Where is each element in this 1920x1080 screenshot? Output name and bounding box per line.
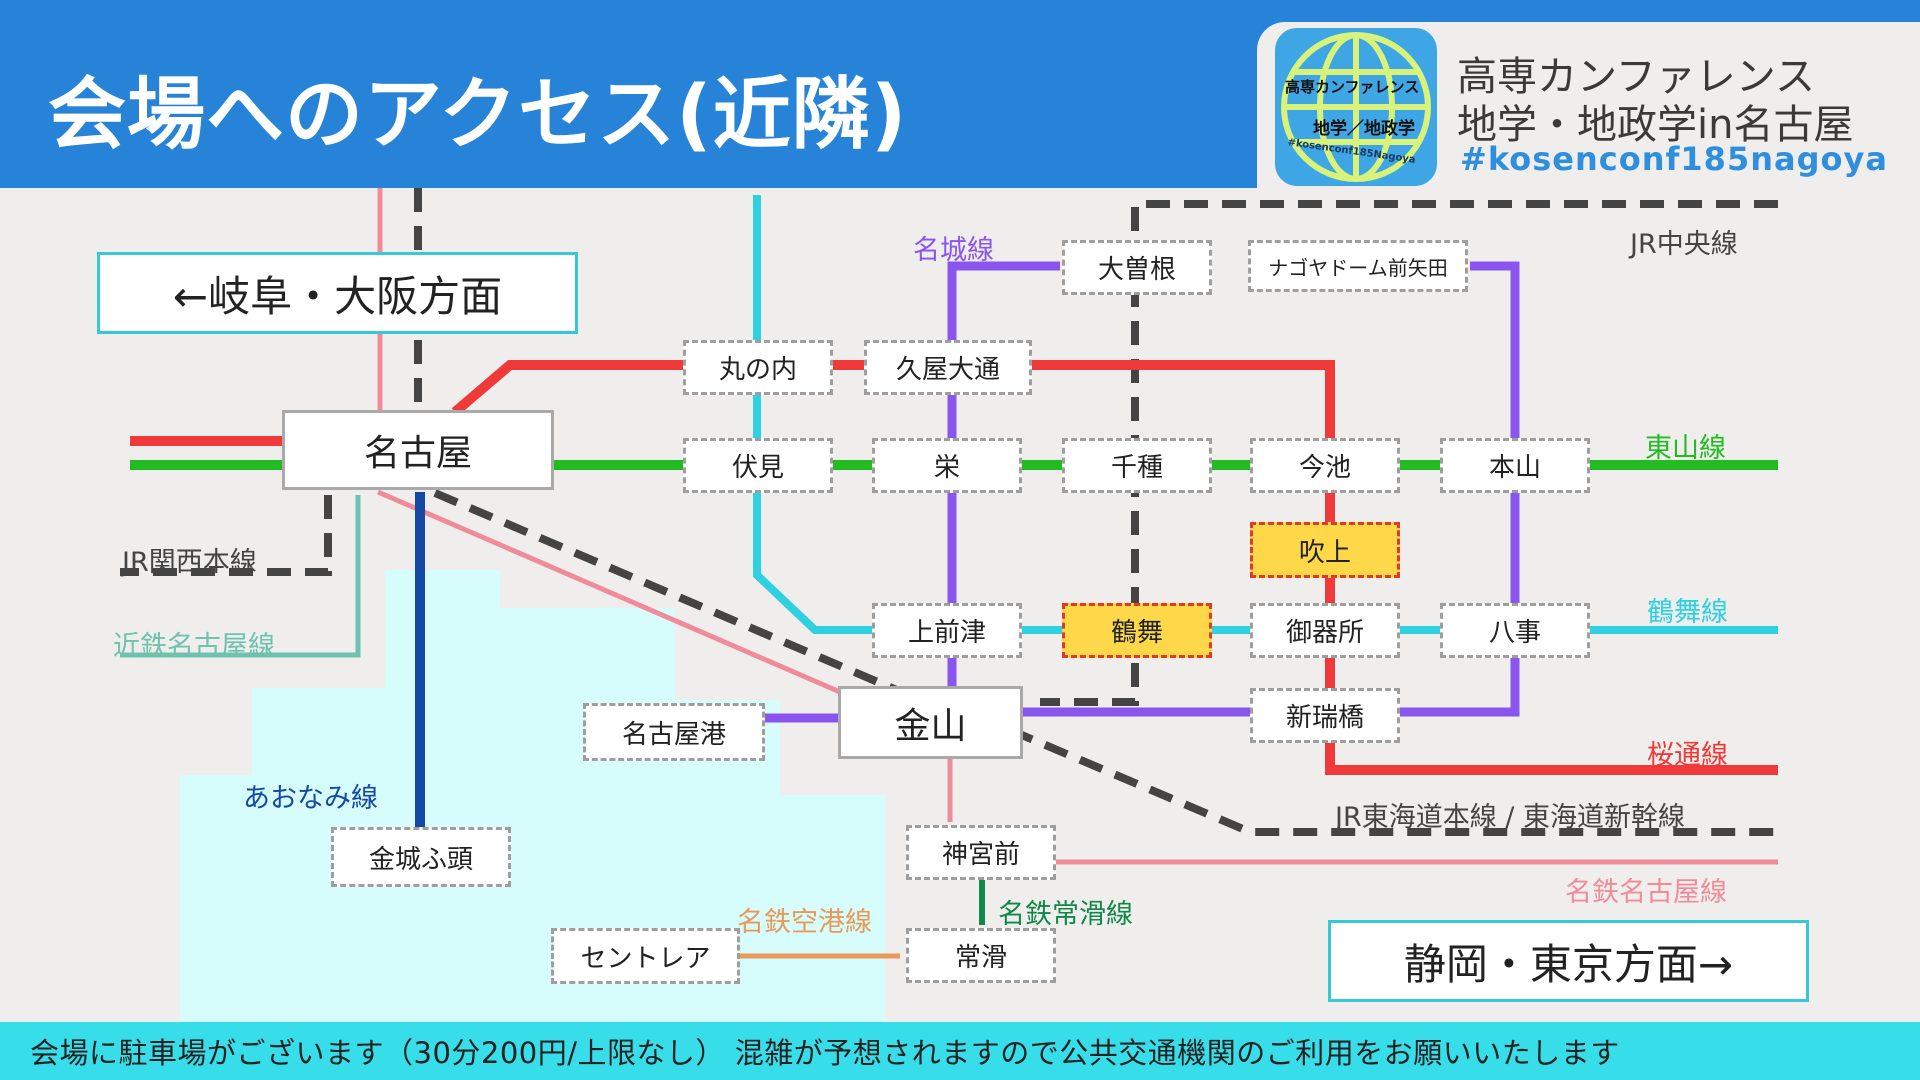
- label-tsurumai-line: 鶴舞線: [1647, 597, 1728, 628]
- station-kamimaezu: 上前津: [872, 603, 1022, 658]
- station-ozone: 大曽根: [1062, 240, 1212, 295]
- label-meitetsu-airport-line: 名鉄空港線: [737, 907, 872, 938]
- station-tsurumai: 鶴舞: [1062, 603, 1212, 658]
- station-fukiage: 吹上: [1250, 522, 1400, 578]
- station-nagoya-dome: ナゴヤドーム前矢田: [1248, 240, 1468, 292]
- event-subtitle: 地学・地政学in名古屋: [1457, 102, 1854, 148]
- harbor-water: [180, 570, 885, 1022]
- label-jr-kansai-line: JR関西本線: [122, 547, 257, 578]
- label-meijo-line: 名城線: [913, 235, 994, 266]
- label-higashiyama-line: 東山線: [1645, 433, 1726, 464]
- page-title: 会場へのアクセス(近隣): [48, 70, 908, 160]
- station-yagoto: 八事: [1440, 603, 1590, 658]
- station-fushimi: 伏見: [683, 438, 833, 493]
- label-jr-chuo-line: JR中央線: [1630, 229, 1738, 260]
- station-nagoyako: 名古屋港: [583, 703, 765, 761]
- globe-icon: [1281, 32, 1431, 182]
- footer-note: 会場に駐車場がございます（30分200円/上限なし） 混雑が予想されますので公共…: [30, 1036, 1620, 1070]
- station-aratamabashi: 新瑞橋: [1250, 688, 1400, 743]
- label-jr-tokaido-line: JR東海道本線 / 東海道新幹線: [1335, 802, 1685, 833]
- footer-bar: 会場に駐車場がございます（30分200円/上限なし） 混雑が予想されますので公共…: [0, 1022, 1920, 1080]
- direction-east-box: 静岡・東京方面→: [1328, 920, 1809, 1002]
- station-kanayama: 金山: [838, 686, 1023, 759]
- meijo-line: [947, 261, 1520, 717]
- station-nagoya: 名古屋: [282, 410, 554, 490]
- station-hisaya-odori: 久屋大通: [864, 340, 1032, 395]
- station-imaike: 今池: [1250, 438, 1400, 493]
- label-meitetsu-tokoname-line: 名鉄常滑線: [998, 899, 1133, 930]
- direction-west-box: ←岐阜・大阪方面: [97, 252, 578, 334]
- label-aonami-line: あおなみ線: [243, 783, 378, 814]
- logo-subtitle: 地学／地政学: [1313, 119, 1415, 139]
- station-marunouchi: 丸の内: [683, 340, 833, 395]
- event-logo: 高専カンファレンス 地学／地政学 #kosenconf185Nagoya: [1275, 28, 1437, 186]
- sakuradori-line: [130, 360, 1778, 775]
- jr-kansai-line: [120, 495, 332, 576]
- event-name: 高専カンファレンス: [1457, 54, 1815, 100]
- label-meitetsu-nagoya-line: 名鉄名古屋線: [1565, 877, 1727, 908]
- label-kintetsu-line: 近鉄名古屋線: [113, 631, 275, 662]
- logo-name: 高専カンファレンス: [1285, 78, 1420, 96]
- station-centrair: セントレア: [551, 928, 740, 984]
- station-motoyama: 本山: [1440, 438, 1590, 493]
- station-sakae: 栄: [872, 438, 1022, 493]
- station-tokoname: 常滑: [906, 928, 1056, 983]
- label-sakuradori-line: 桜通線: [1647, 740, 1728, 771]
- station-jingumae: 神宮前: [906, 825, 1056, 880]
- header-curve: [0, 0, 1265, 188]
- jr-tokaido-line: [433, 489, 1778, 836]
- kintetsu-line: [120, 495, 361, 658]
- station-kinjofuto: 金城ふ頭: [331, 827, 511, 887]
- event-hashtag: #kosenconf185nagoya: [1460, 140, 1888, 178]
- station-gokiso: 御器所: [1250, 603, 1400, 658]
- station-chikusa: 千種: [1062, 438, 1212, 493]
